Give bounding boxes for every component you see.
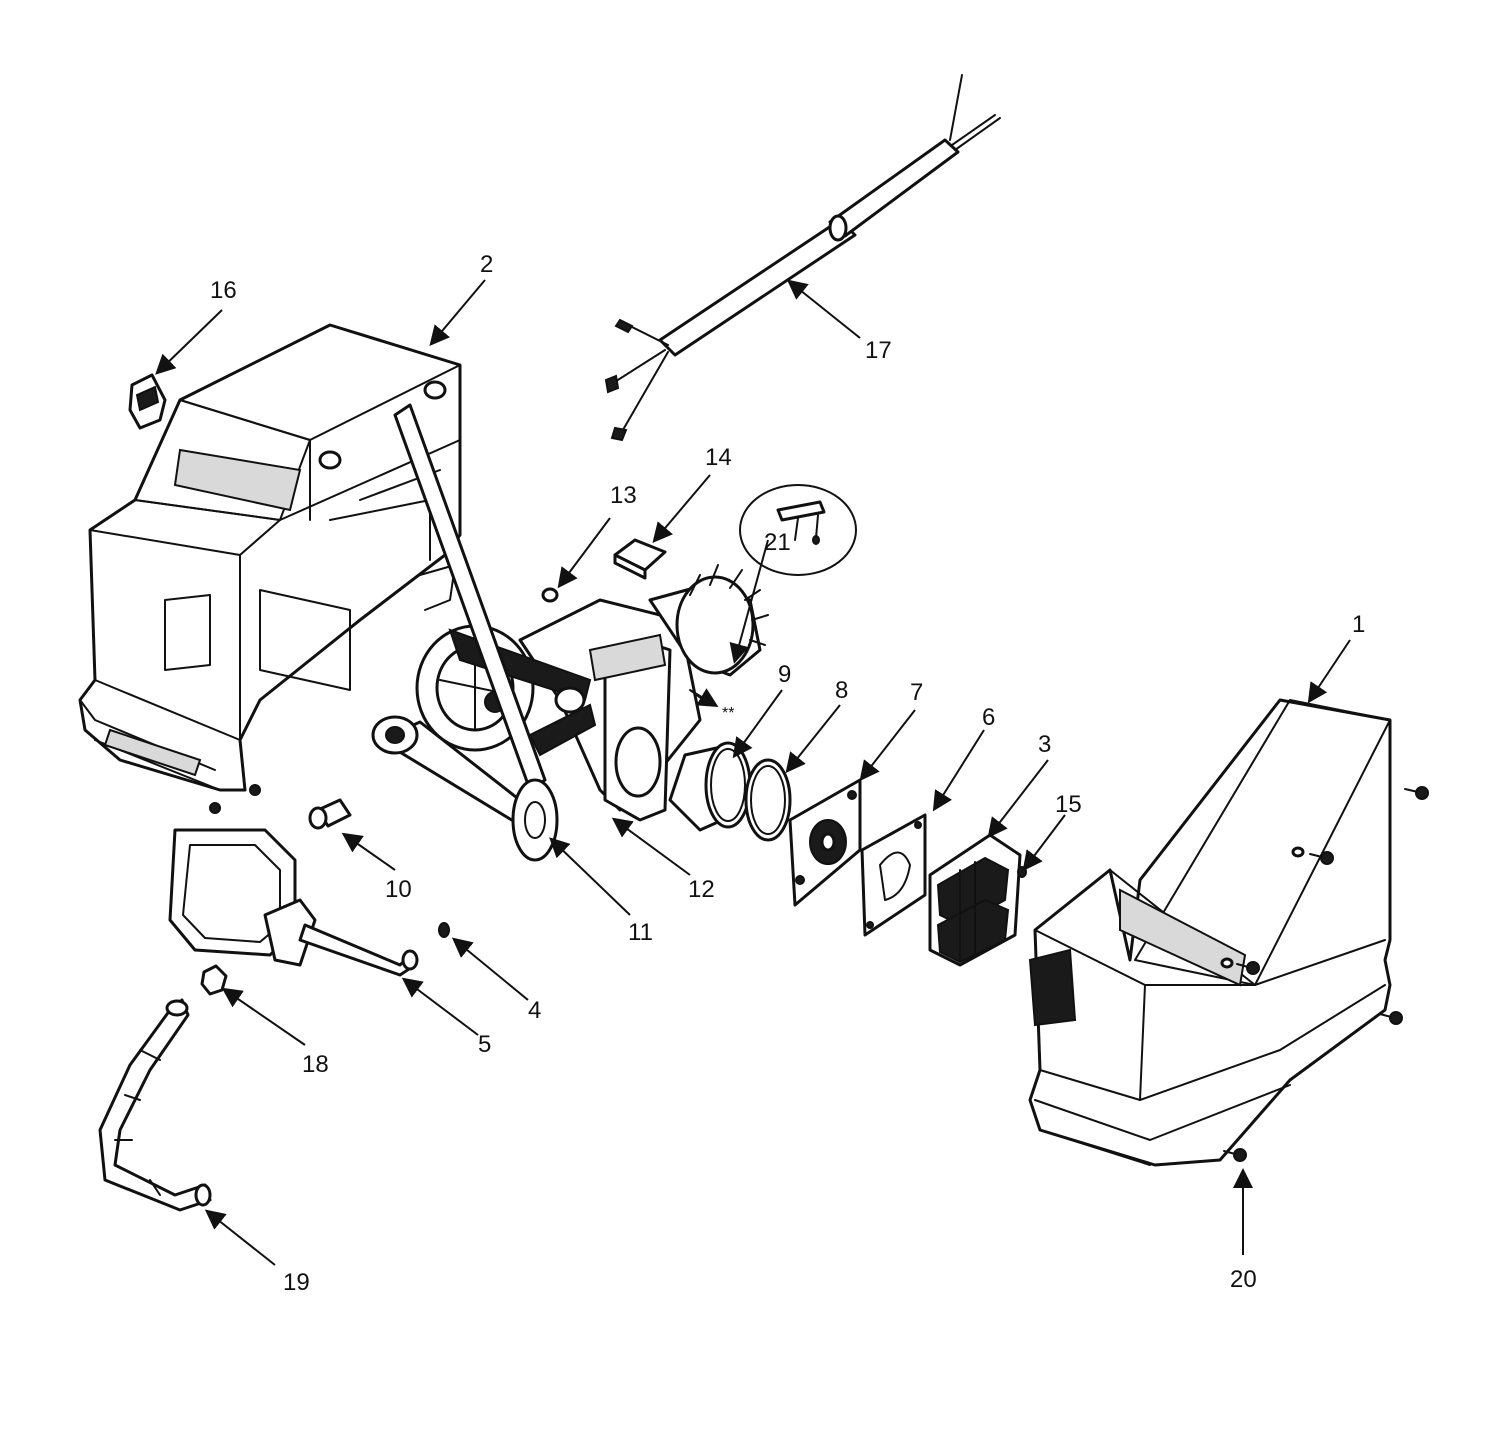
cylinder-head [928, 833, 1022, 967]
callout-7: 7 [910, 679, 923, 706]
pressure-switch-cap [128, 373, 167, 430]
pad [613, 538, 667, 580]
motor-note: ** [722, 705, 734, 722]
callout-12: 12 [688, 876, 715, 903]
handle [168, 828, 419, 977]
callout-6: 6 [982, 704, 995, 731]
small-screw [438, 922, 450, 938]
valve-plate [788, 778, 862, 907]
callout-4: 4 [528, 997, 541, 1024]
callout-19: 19 [283, 1269, 310, 1296]
housing-screws [1223, 786, 1429, 1162]
callout-2: 2 [480, 251, 493, 278]
callout-10: 10 [385, 876, 412, 903]
callout-9: 9 [778, 661, 791, 688]
o-ring [744, 758, 792, 842]
hose-nut [200, 964, 228, 996]
callout-5: 5 [478, 1031, 491, 1058]
front-housing [1028, 698, 1392, 1167]
gasket [860, 813, 927, 937]
callout-3: 3 [1038, 731, 1051, 758]
hose [98, 998, 212, 1212]
connecting-rod [371, 403, 559, 862]
callout-18: 18 [302, 1051, 329, 1078]
callout-1: 1 [1352, 611, 1365, 638]
motor-pump-assembly [415, 564, 769, 822]
leader-lines [155, 279, 1351, 1266]
rear-housing [78, 323, 462, 814]
callout-21: 21 [764, 529, 791, 556]
callout-17: 17 [865, 337, 892, 364]
nut [541, 587, 559, 603]
callout-labels: 1 2 3 4 5 6 7 8 9 10 11 12 13 14 15 16 1… [210, 251, 1365, 1296]
cylinder-sleeve [668, 741, 752, 832]
callout-8: 8 [835, 677, 848, 704]
power-cord [604, 74, 1001, 442]
callout-20: 20 [1230, 1266, 1257, 1293]
head-screw [1017, 866, 1027, 878]
callout-13: 13 [610, 482, 637, 509]
wrist-pin [308, 798, 352, 830]
callout-16: 16 [210, 277, 237, 304]
callout-14: 14 [705, 444, 732, 471]
callout-11: 11 [628, 919, 653, 946]
callout-15: 15 [1055, 791, 1082, 818]
detail-bubble [739, 484, 857, 576]
